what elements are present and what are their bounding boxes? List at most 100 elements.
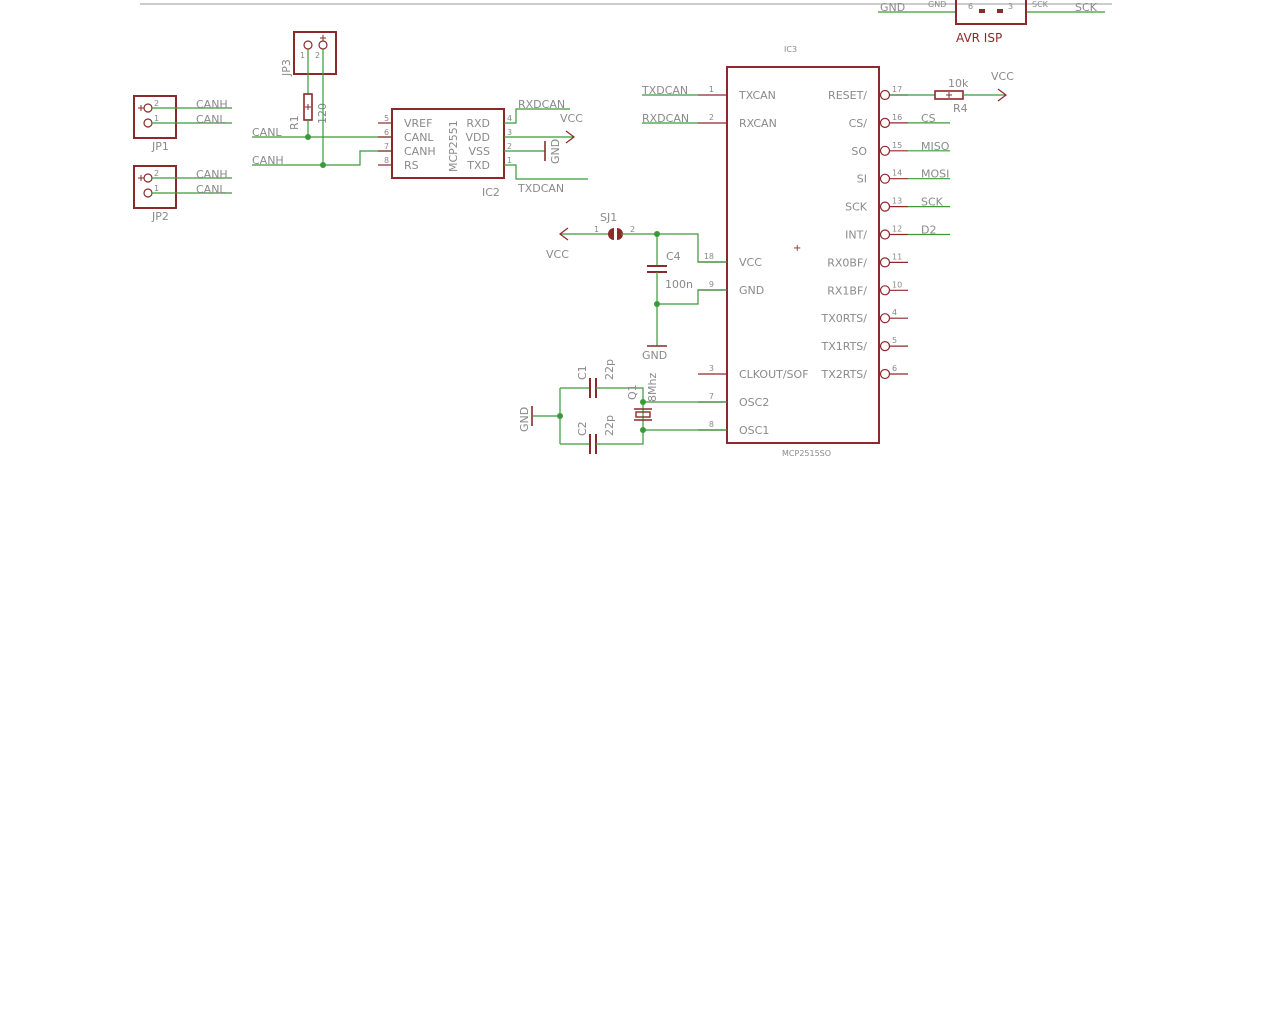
jp3-body — [293, 31, 337, 75]
ic3-pin-label: SI — [857, 173, 867, 186]
ic3-pin-inverted-icon — [879, 368, 891, 380]
ic3-net-label: SCK — [921, 196, 944, 209]
ic3-pin-inverted-icon — [879, 229, 891, 240]
ic2-pin-number: 5 — [384, 114, 389, 123]
sj1-jumper[interactable]: VCC SJ1 1 2 — [546, 211, 727, 263]
ic3-pin-number: 13 — [892, 197, 902, 206]
q1-junction-bottom — [640, 427, 646, 433]
ic3-net-label: D2 — [921, 224, 936, 237]
ic3-net-label: MISO — [921, 140, 950, 153]
ic3-pin-number: 5 — [892, 336, 897, 345]
rxdcan-wire — [504, 108, 570, 124]
canh-junction — [320, 162, 326, 168]
isp-sck-net: SCK — [1075, 1, 1098, 14]
jp2-name: JP2 — [151, 210, 169, 223]
ic2-net-vss: GND — [549, 139, 562, 164]
sj1-vcc-arrow-icon — [559, 227, 569, 241]
ic3-pin-label: RX0BF/ — [827, 256, 867, 269]
ic3-pin-inverted-icon — [879, 285, 891, 296]
ic2-net-txd: TXDCAN — [517, 182, 564, 195]
isp-pad-3 — [997, 9, 1003, 13]
sj1-net: VCC — [546, 248, 569, 261]
c4-name: C4 — [666, 250, 681, 263]
isp-pin3: 3 — [1008, 2, 1013, 11]
jp3-connector[interactable]: 1 2 JP3 — [280, 31, 337, 77]
ic3-pin-label: RX1BF/ — [827, 284, 867, 297]
ic3-pin-number: 3 — [709, 364, 714, 373]
ic3-pin-number: 11 — [892, 252, 902, 261]
jp3-pin2: 2 — [315, 51, 320, 60]
ic3-pin-number: 2 — [709, 113, 714, 122]
q1-name: Q1 — [626, 384, 639, 400]
ic3-pin-inverted-icon — [879, 117, 891, 129]
jp1-connector[interactable]: 2 1 CANH CANL JP1 — [133, 95, 232, 153]
ic2-pin-number: 4 — [507, 114, 512, 123]
isp-pin6: 6 — [968, 2, 973, 11]
sj1-pad-left — [608, 228, 614, 240]
c4-capacitor[interactable]: C4 100n GND — [642, 234, 727, 362]
ic2-pin-label: RXD — [466, 117, 490, 130]
jp2-pin2: 2 — [154, 169, 159, 178]
canl-junction — [305, 134, 311, 140]
jp1-pad-1 — [143, 118, 153, 128]
ic3-pin-inverted-icon — [879, 145, 891, 156]
canh-wire — [252, 150, 392, 166]
ic3-pin-number: 7 — [709, 392, 714, 401]
ic3-pin-inverted-icon — [879, 201, 891, 212]
ic3-pin-number: 6 — [892, 364, 897, 373]
ic2-pin-label: CANH — [404, 145, 436, 158]
txdcan-wire — [504, 164, 588, 180]
isp-pin-gnd: GND — [928, 0, 946, 9]
c1-wire-right — [596, 387, 727, 403]
q1-crystal-icon — [635, 411, 651, 418]
ic3-pin-label: OSC1 — [739, 424, 769, 437]
sj1-pad-right — [617, 228, 623, 240]
isp-body — [955, 0, 1027, 25]
ic2-pin-label: VDD — [466, 131, 490, 144]
jp2-connector[interactable]: 2 1 CANH CANL JP2 — [133, 165, 232, 223]
ic3-name: IC3 — [784, 45, 797, 54]
jp1-net-top: CANH — [196, 98, 228, 111]
jp2-net-bottom: CANL — [196, 183, 226, 196]
r4-resistor[interactable]: 10k R4 VCC — [890, 70, 1014, 115]
sj1-pin2: 2 — [630, 225, 635, 234]
ic3-pin-label: INT/ — [845, 229, 867, 242]
isp-pad-6 — [979, 9, 985, 13]
ic2-pin-label: TXD — [466, 159, 490, 172]
ic3-pin-label: CS/ — [849, 117, 868, 130]
ic2-pin-label: VREF — [404, 117, 432, 130]
jp1-pad-2 — [143, 103, 153, 113]
oscillator-circuit[interactable]: GND C1 22p C2 22p Q1 8Mhz — [518, 359, 727, 454]
canh-net: CANH — [252, 154, 284, 167]
c4-value: 100n — [665, 278, 693, 291]
ic3-pin-label: TX2RTS/ — [820, 368, 867, 381]
avr-isp-connector[interactable]: GND SCK GND 6 3 SCK AVR ISP — [878, 0, 1105, 45]
jp2-pad-1 — [143, 188, 153, 198]
ic2-pin-number: 6 — [384, 128, 389, 137]
jp3-pin1: 1 — [300, 51, 305, 60]
ic3-pin-inverted-icon — [879, 313, 891, 324]
isp-name: AVR ISP — [956, 31, 1002, 45]
ic3-pin-label: GND — [739, 284, 764, 297]
c1-value: 22p — [603, 359, 616, 380]
jp2-net-top: CANH — [196, 168, 228, 181]
ic2-pin-number: 3 — [507, 128, 512, 137]
ic2-name: IC2 — [482, 186, 500, 199]
ic3-body — [726, 66, 880, 444]
ic3-pin-inverted-icon — [879, 257, 891, 268]
ic3-origin-mark: + — [793, 243, 801, 254]
jp1-pin2: 2 — [154, 99, 159, 108]
ic3-pin-number: 9 — [709, 280, 714, 289]
jp2-body — [133, 165, 177, 209]
isp-gnd-net: GND — [880, 1, 905, 14]
jp1-body — [133, 95, 177, 139]
ic2-net-rxd: RXDCAN — [518, 98, 565, 111]
ic3-pin-number: 8 — [709, 420, 714, 429]
can-bus-wires: CANL CANH — [252, 49, 392, 168]
c2-wire-right — [596, 429, 727, 445]
ic3-pin-number: 10 — [892, 280, 902, 289]
